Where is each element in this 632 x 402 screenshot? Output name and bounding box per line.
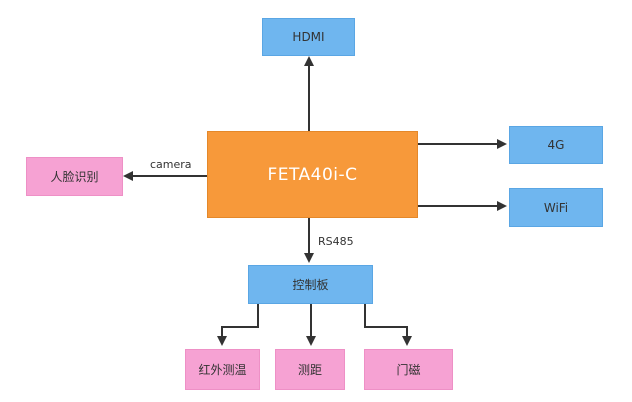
node-wifi-label: WiFi xyxy=(543,200,569,215)
node-4g-label: 4G xyxy=(547,138,565,152)
link-control-infrared xyxy=(217,304,259,346)
edge-label-rs485: RS485 xyxy=(318,235,354,248)
node-main: FETA40i-C xyxy=(207,131,418,218)
node-wifi: WiFi xyxy=(509,188,603,227)
node-hdmi: HDMI xyxy=(262,18,355,56)
node-door: 门磁 xyxy=(364,349,453,390)
node-control-label: 控制板 xyxy=(292,278,329,292)
node-face-label: 人脸识别 xyxy=(50,170,99,184)
node-4g: 4G xyxy=(509,126,603,164)
node-face: 人脸识别 xyxy=(26,157,123,196)
node-infrared: 红外测温 xyxy=(185,349,260,390)
edge-label-camera: camera xyxy=(150,158,192,171)
node-main-label: FETA40i-C xyxy=(267,164,358,185)
node-door-label: 门磁 xyxy=(396,363,421,377)
link-control-door xyxy=(364,304,412,346)
node-control: 控制板 xyxy=(248,265,373,304)
node-distance: 测距 xyxy=(275,349,345,390)
node-infrared-label: 红外测温 xyxy=(198,363,247,377)
node-distance-label: 测距 xyxy=(297,363,322,377)
node-hdmi-label: HDMI xyxy=(292,30,325,44)
